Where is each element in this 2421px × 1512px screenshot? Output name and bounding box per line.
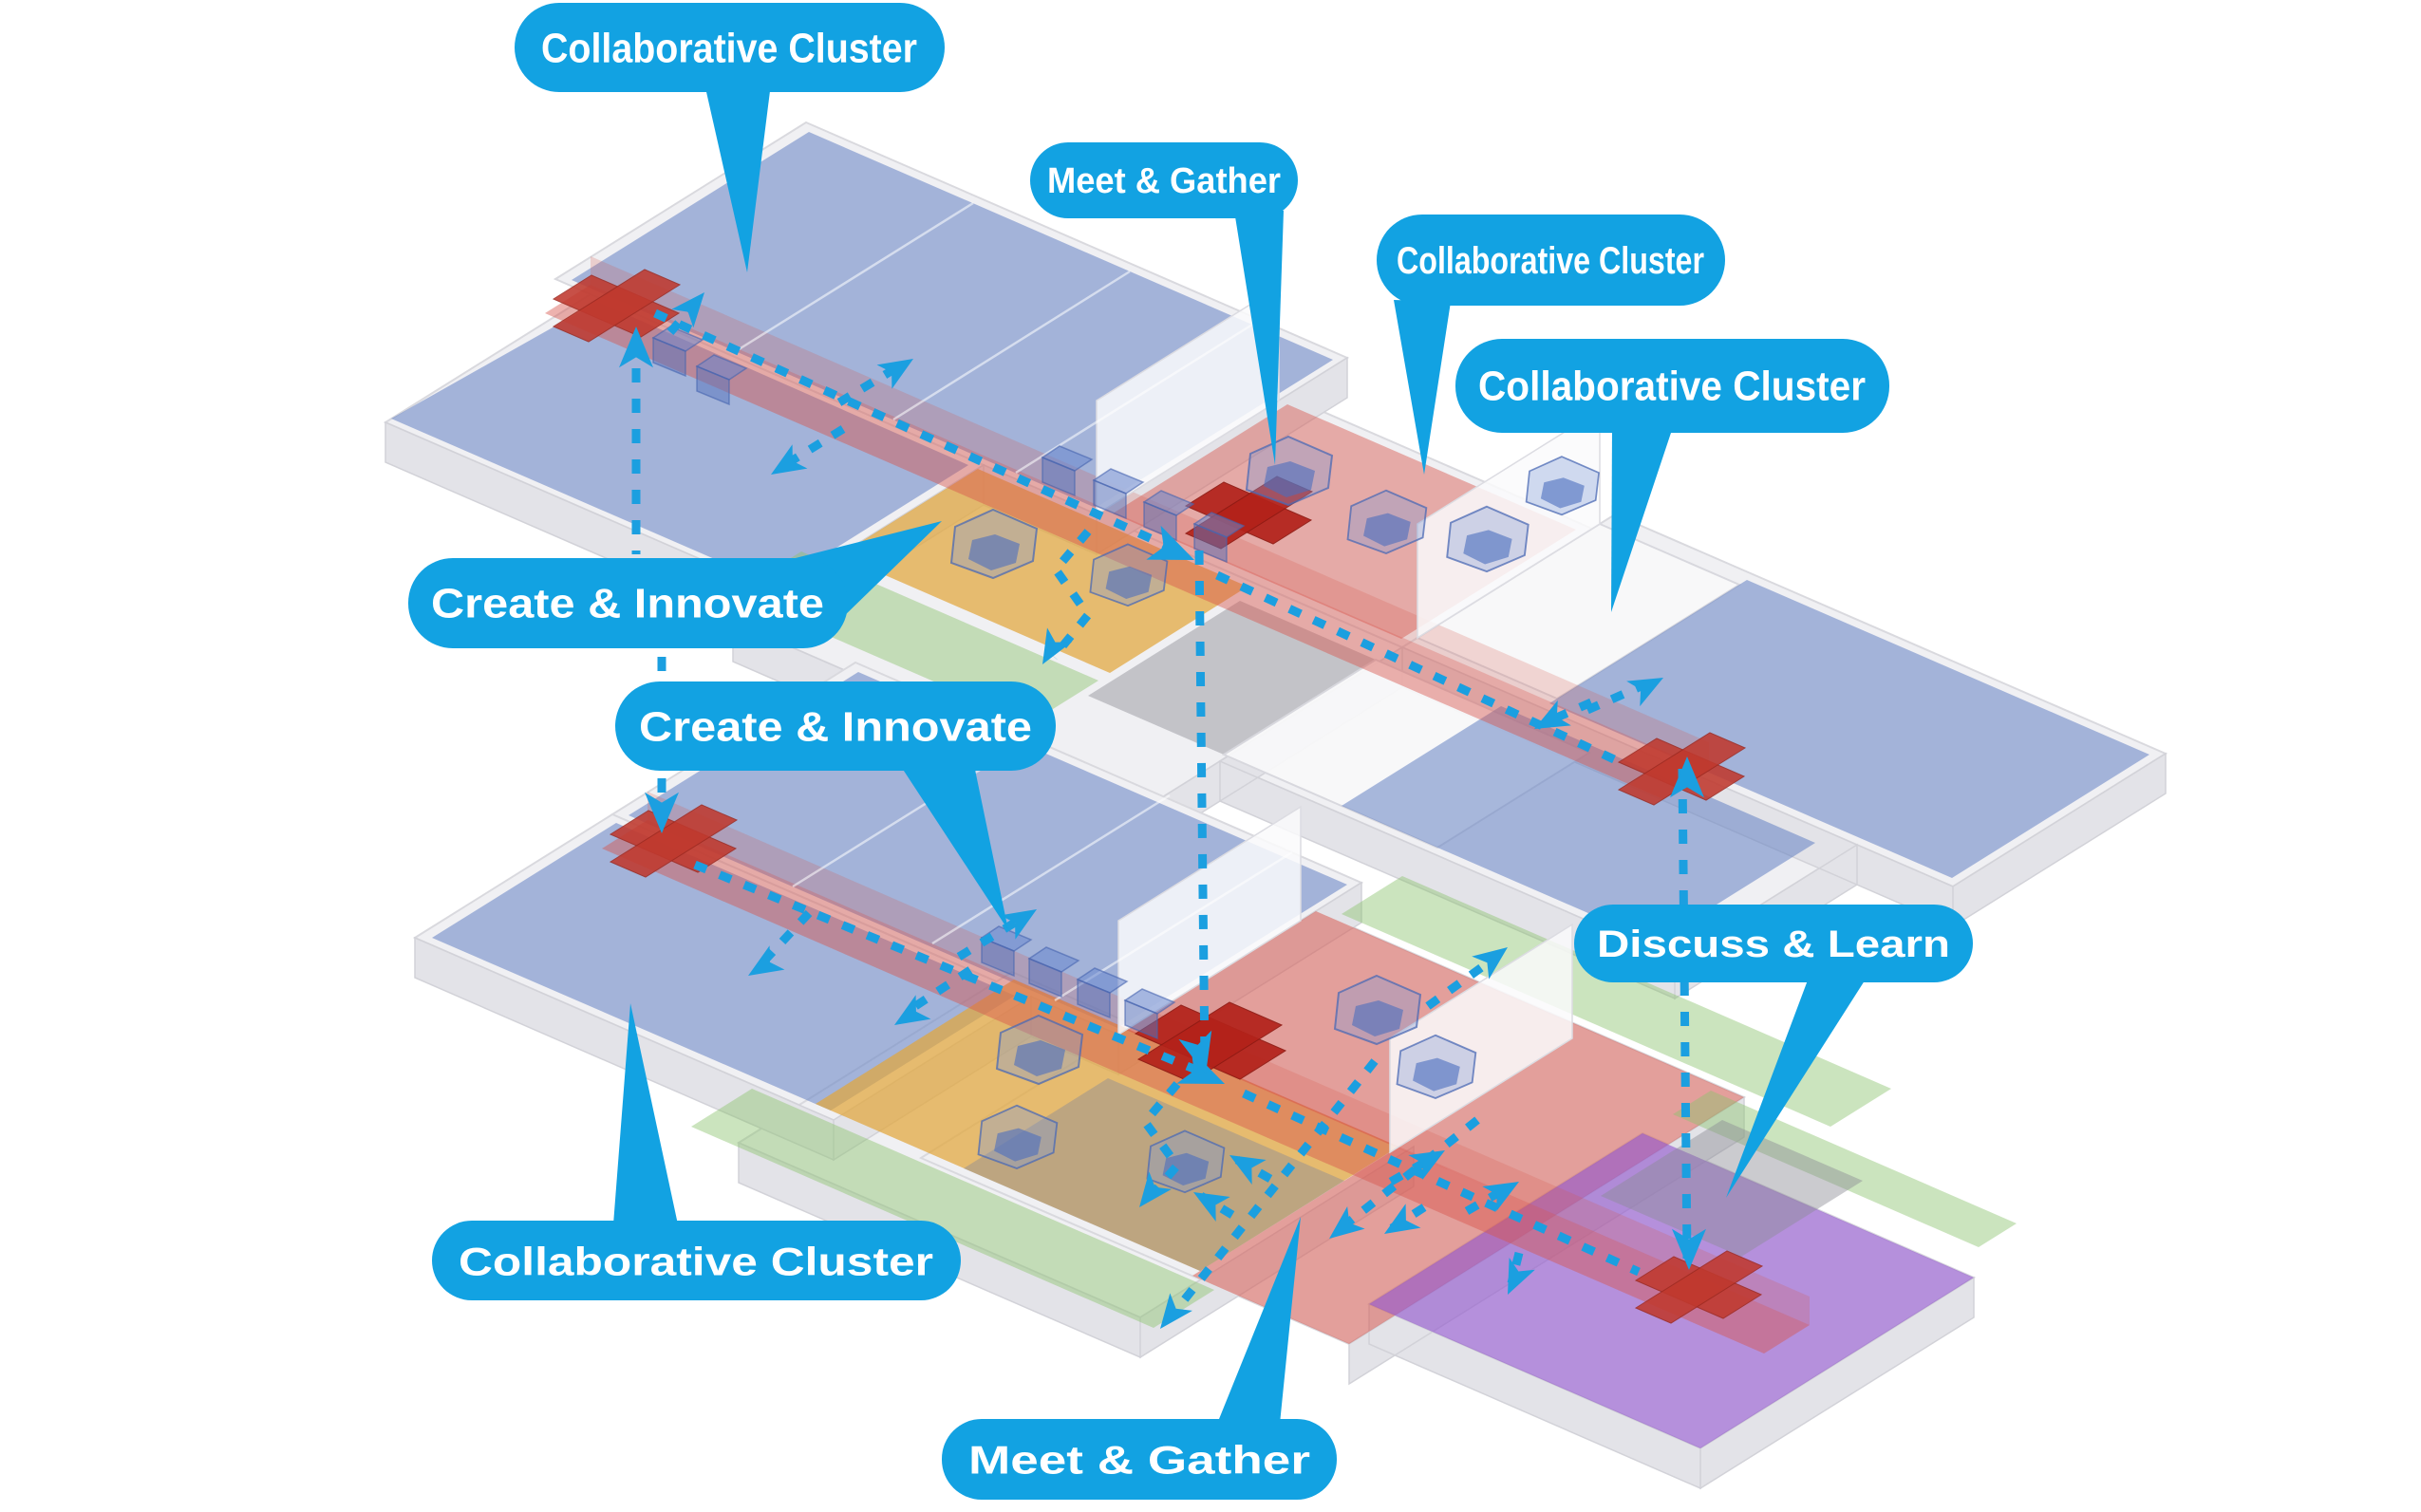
- callout-label: Collaborative Cluster: [459, 1240, 933, 1284]
- upper-stair-east-run: [1617, 732, 1747, 806]
- callout-tail: [1394, 300, 1451, 475]
- lower-zone-garden-northeast-1: [1342, 876, 1891, 1127]
- upper-main-path: [653, 308, 1616, 764]
- connector-west: [631, 338, 666, 822]
- callout-label: Discuss & Learn: [1597, 924, 1950, 965]
- lower-stair-west-run: [609, 804, 739, 878]
- callout-tail: [704, 84, 771, 272]
- upper-zone-create-innovate: [839, 469, 1248, 673]
- callout-bubble: [615, 681, 1056, 771]
- upper-zone-collaborative-east-south: [1342, 706, 1815, 943]
- callouts: Collaborative Cluster Meet & Gather Coll…: [408, 3, 1973, 1500]
- callout-tail: [1234, 211, 1284, 465]
- callout-collaborative-cluster-right: Collaborative Cluster: [1455, 339, 1889, 612]
- upper-zone-collaborative-west-south: [391, 302, 968, 586]
- callout-label: Create & Innovate: [431, 581, 824, 627]
- callout-create-innovate-upper: Create & Innovate: [408, 521, 942, 648]
- callout-tail: [1726, 978, 1867, 1198]
- callout-bubble: [515, 3, 945, 92]
- callout-bubble: [1574, 905, 1973, 982]
- callout-collaborative-cluster-top-left: Collaborative Cluster: [515, 3, 945, 272]
- callout-label: Collaborative Cluster: [541, 26, 917, 72]
- connector-east: [1678, 768, 1692, 1260]
- callout-create-innovate-lower: Create & Innovate: [615, 681, 1056, 930]
- lower-floor: [412, 661, 2017, 1490]
- vertical-stair-connectors: [619, 327, 1706, 1270]
- callout-bubble: [432, 1221, 961, 1300]
- lower-zone-collaborative-west-south: [432, 823, 1015, 1111]
- callout-collaborative-cluster-bottom-left: Collaborative Cluster: [432, 1003, 961, 1300]
- callout-tail: [1611, 427, 1673, 612]
- callout-tail: [900, 765, 1008, 930]
- callout-label: Meet & Gather: [968, 1438, 1310, 1483]
- callout-label: Create & Innovate: [639, 704, 1032, 751]
- lower-zone-garden-southwest: [691, 1089, 1214, 1328]
- upper-stair-west-run: [552, 269, 682, 343]
- upper-branch-paths: [666, 297, 1654, 728]
- lower-branch-paths: [752, 909, 1524, 1317]
- callout-label: Meet & Gather: [1047, 161, 1281, 201]
- lower-corridor: [602, 820, 1810, 1353]
- callout-bubble: [1377, 215, 1725, 306]
- lower-stair-east-run: [1634, 1250, 1764, 1324]
- callout-meet-gather-bottom: Meet & Gather: [942, 1217, 1337, 1500]
- lower-main-path: [693, 860, 1641, 1277]
- circulation-paths: [653, 283, 1671, 1338]
- callout-tail: [613, 1003, 678, 1224]
- upper-room-divisions: [735, 201, 1253, 475]
- callout-bubble: [942, 1419, 1337, 1500]
- callout-tail: [1217, 1217, 1301, 1424]
- callout-bubble: [1455, 339, 1889, 433]
- callout-label: Collaborative Cluster: [1478, 364, 1866, 410]
- callout-meet-gather-top: Meet & Gather: [1030, 142, 1298, 465]
- callout-label: Collaborative Cluster: [1397, 240, 1704, 282]
- upper-zone-collaborative-east-north: [1549, 580, 2149, 878]
- connector-center: [1194, 550, 1210, 1064]
- callout-bubble: [1030, 142, 1298, 218]
- callout-discuss-learn: Discuss & Learn: [1574, 905, 1973, 1198]
- callout-collaborative-cluster-upper-right: Collaborative Cluster: [1377, 215, 1725, 475]
- lower-zone-create-innovate: [816, 980, 1398, 1271]
- upper-zone-support-gray: [1088, 601, 1376, 755]
- callout-bubble: [408, 558, 848, 648]
